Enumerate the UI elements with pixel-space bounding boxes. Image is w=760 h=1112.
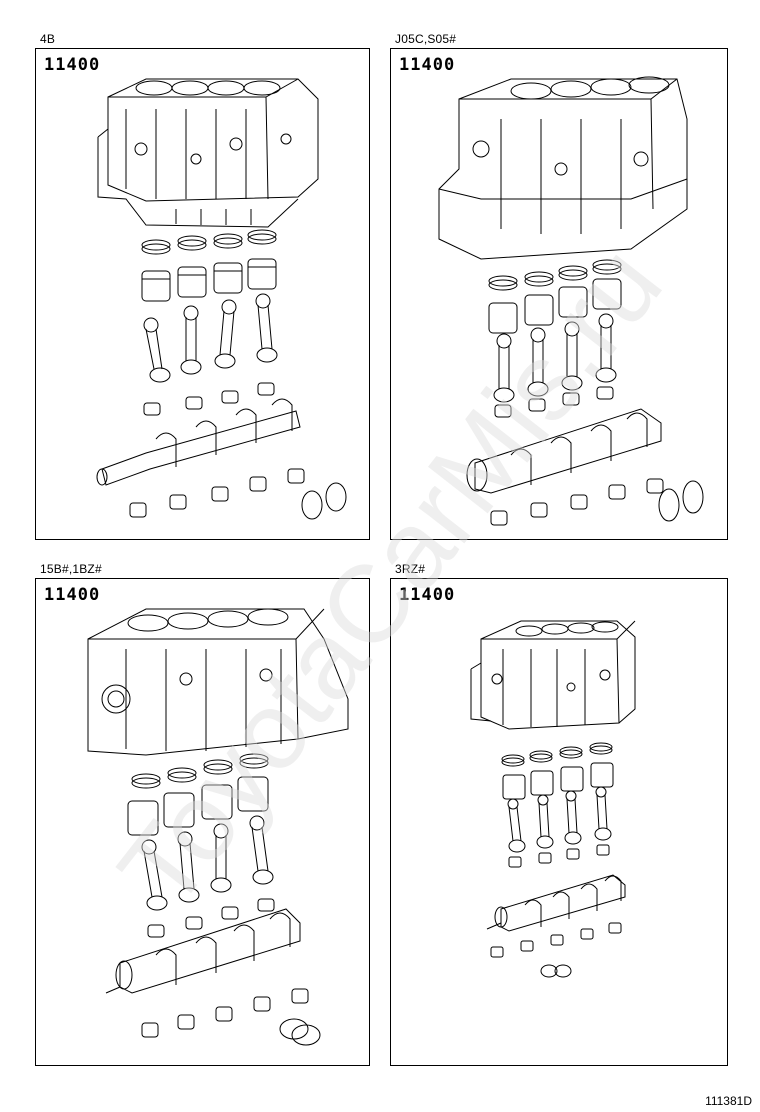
engine-label-j05c: J05C,S05# (395, 32, 457, 46)
engine-label-3rz: 3RZ# (395, 562, 426, 576)
engine-label-4b: 4B (40, 32, 56, 46)
connecting-rod-drawing (507, 786, 612, 853)
piston-ring-set-drawing (501, 742, 613, 767)
connecting-rod-drawing (141, 815, 274, 911)
main-bearing-drawing (490, 478, 704, 526)
crankshaft-drawing (105, 908, 301, 994)
short-block-assembly-illustration (470, 620, 636, 978)
cylinder-block-drawing (438, 76, 688, 260)
cylinder-block-drawing (470, 620, 636, 730)
cylinder-block-drawing (97, 78, 319, 228)
main-bearing-drawing (141, 988, 321, 1046)
illustration-id: 111381D (705, 1094, 752, 1108)
main-bearing-drawing (490, 922, 622, 978)
main-bearing-drawing (129, 468, 347, 520)
piston-ring-set-drawing (141, 229, 277, 255)
engine-label-15b: 15B#,1BZ# (40, 562, 102, 576)
bearing-drawing (143, 382, 275, 416)
piston-ring-set-drawing (488, 259, 622, 291)
part-number-label: 11400 (44, 55, 101, 75)
crankshaft-drawing (466, 408, 662, 494)
diagram-panel-4b: 11400 (35, 48, 370, 540)
cylinder-block-drawing (87, 608, 349, 756)
part-number-label: 11400 (399, 585, 456, 605)
piston-drawing (127, 776, 269, 836)
connecting-rod-drawing (493, 313, 617, 403)
bearing-drawing (147, 898, 275, 938)
short-block-assembly-illustration (438, 76, 704, 526)
bearing-drawing (508, 844, 610, 868)
bearing-drawing (494, 386, 614, 418)
piston-drawing (141, 258, 277, 302)
part-number-label: 11400 (44, 585, 101, 605)
piston-drawing (488, 278, 622, 334)
connecting-rod-drawing (143, 293, 278, 383)
short-block-assembly-illustration (87, 608, 349, 1046)
diagram-panel-15b: 11400 (35, 578, 370, 1066)
short-block-assembly-illustration (96, 78, 347, 520)
diagram-panel-3rz: 11400 (390, 578, 728, 1066)
part-number-label: 11400 (399, 55, 456, 75)
crankshaft-drawing (96, 398, 301, 486)
crankshaft-drawing (486, 874, 626, 932)
piston-ring-set-drawing (131, 753, 269, 789)
diagram-panel-j05c: 11400 (390, 48, 728, 540)
